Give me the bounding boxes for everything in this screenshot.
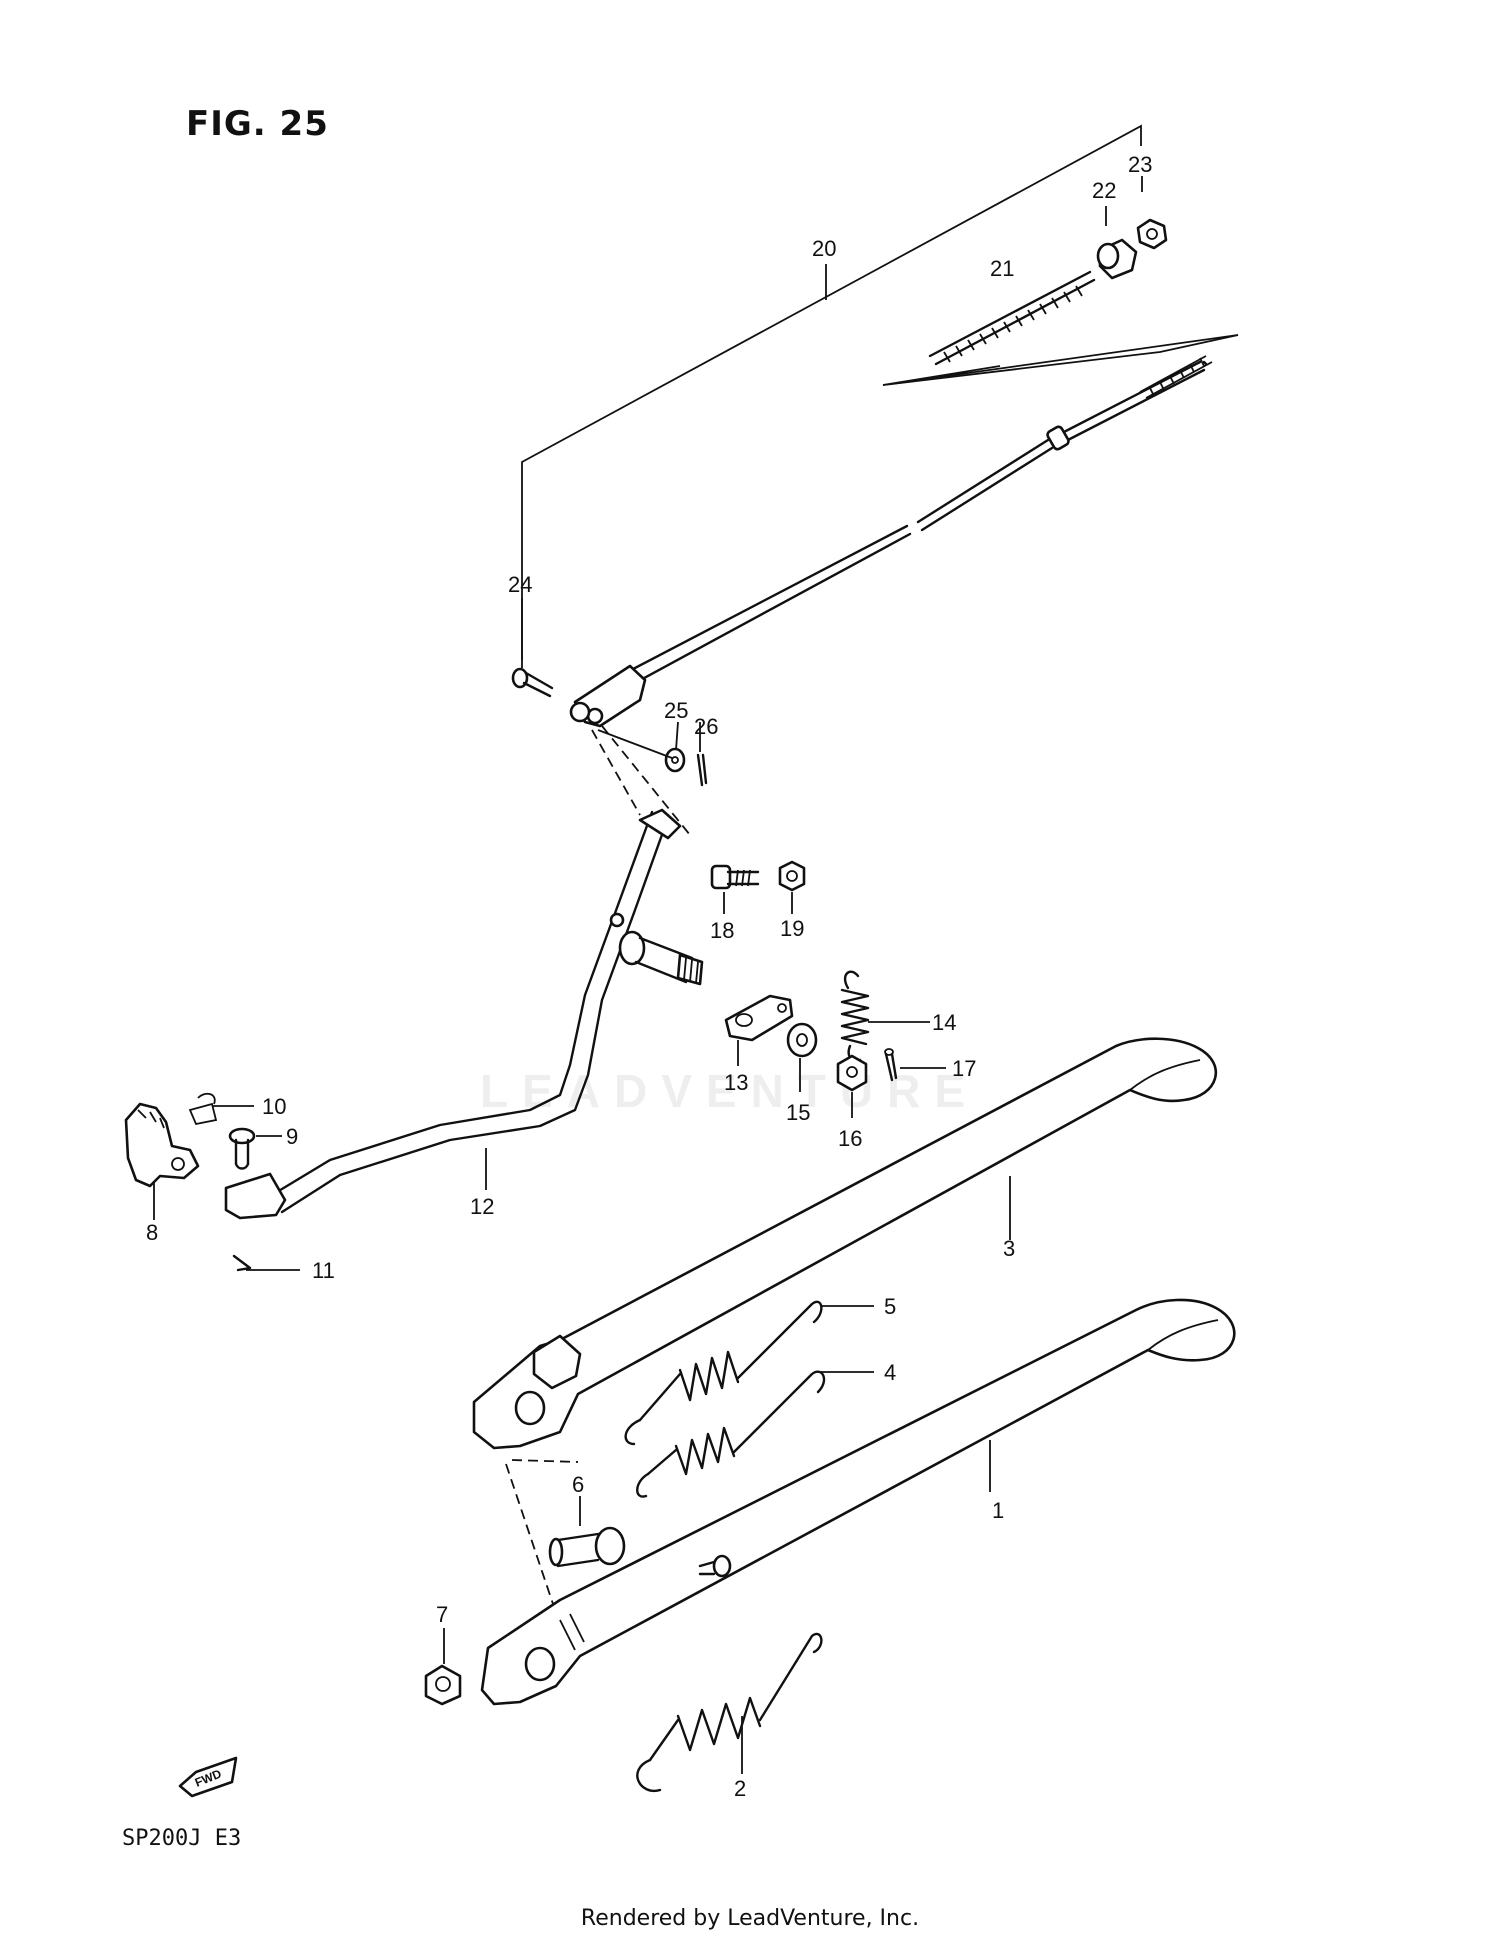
model-code: SP200J E3 — [122, 1826, 242, 1851]
callout-labels: 1 2 3 4 5 6 7 8 9 10 11 12 13 14 15 16 1… — [146, 152, 1152, 1801]
footer-credit: Rendered by LeadVenture, Inc. — [580, 1906, 920, 1931]
callout-13: 13 — [724, 1070, 748, 1095]
callout-15: 15 — [786, 1100, 810, 1125]
callout-25: 25 — [664, 698, 688, 723]
adjusting-nut — [1136, 218, 1168, 250]
callout-23: 23 — [1128, 152, 1152, 177]
leader-lines — [153, 176, 1143, 1774]
callout-6: 6 — [572, 1472, 584, 1497]
callout-12: 12 — [470, 1194, 494, 1219]
callout-16: 16 — [838, 1126, 862, 1151]
callout-11: 11 — [312, 1258, 335, 1283]
cable-assembly-bracket — [521, 124, 1142, 660]
callout-1: 1 — [992, 1498, 1004, 1523]
callout-8: 8 — [146, 1220, 158, 1245]
stand-stop-bolt — [698, 1554, 732, 1578]
castle-nut — [836, 1054, 868, 1092]
pedal-cotter-pin — [232, 1254, 252, 1272]
washer — [786, 1022, 818, 1058]
stand-spring-lower — [636, 1632, 823, 1793]
pivot-shaft — [618, 930, 704, 986]
cable-joint — [1096, 238, 1138, 280]
callout-9: 9 — [286, 1124, 298, 1149]
callout-2: 2 — [734, 1776, 746, 1801]
lever-arm-plate — [724, 994, 794, 1042]
fwd-arrow-icon: FWD — [178, 1756, 238, 1798]
stand-spring-outer — [624, 1300, 823, 1446]
stand-pivot-bolt — [548, 1526, 626, 1568]
bolt — [710, 864, 760, 890]
callout-18: 18 — [710, 918, 734, 943]
return-spring — [840, 970, 870, 1063]
washer-and-cotter — [597, 729, 708, 787]
figure-title: FIG. 25 — [186, 104, 329, 144]
callout-3: 3 — [1003, 1236, 1015, 1261]
cable-clevis — [569, 664, 647, 728]
clevis-pin — [511, 667, 554, 698]
pedal-pin — [228, 1127, 256, 1170]
stand-spring-inner — [636, 1370, 826, 1498]
callout-24: 24 — [508, 572, 532, 597]
callout-4: 4 — [884, 1360, 896, 1385]
brake-pedal-footrest — [124, 1092, 218, 1188]
callout-7: 7 — [436, 1602, 448, 1627]
cable-threaded-end — [1139, 355, 1213, 399]
callout-10: 10 — [262, 1094, 286, 1119]
callout-19: 19 — [780, 916, 804, 941]
side-stand — [472, 1037, 1217, 1450]
main-stand — [480, 1298, 1236, 1706]
callout-17: 17 — [952, 1056, 976, 1081]
stand-nut — [424, 1664, 462, 1706]
assembly-dashed-lines — [505, 725, 691, 1611]
brake-cable — [610, 360, 1206, 692]
rear-brake-lever — [224, 808, 682, 1220]
nut — [778, 860, 806, 892]
adjuster-spring — [928, 270, 1096, 366]
callout-14: 14 — [932, 1010, 956, 1035]
callout-26: 26 — [694, 714, 718, 739]
callout-5: 5 — [884, 1294, 896, 1319]
callout-21: 21 — [990, 256, 1014, 281]
callout-20: 20 — [812, 236, 836, 261]
callout-22: 22 — [1092, 178, 1116, 203]
cotter-pin — [884, 1048, 898, 1082]
